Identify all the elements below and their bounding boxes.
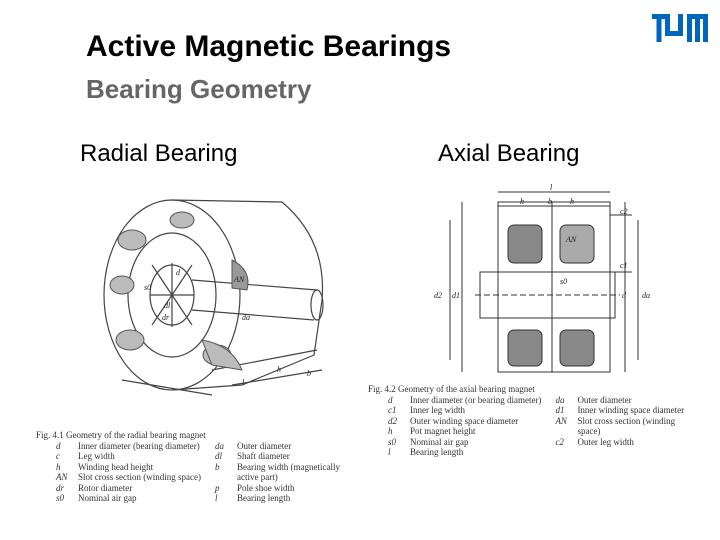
axial-label-l: l [550,183,553,192]
axial-label-d2: d2 [434,291,442,300]
radial-label-l: l [242,378,245,387]
radial-label-d: d [176,268,181,277]
radial-bearing-heading: Radial Bearing [80,140,238,167]
radial-label-dr: dr [162,313,170,322]
tum-logo [652,14,708,42]
axial-label-b: b [548,197,552,206]
radial-label-an: AN [233,275,245,284]
axial-label-d: d [622,291,627,300]
axial-legend: Fig. 4.2 Geometry of the axial bearing m… [368,384,684,458]
axial-label-c1: c1 [620,261,628,270]
radial-label-s0: s0 [144,283,151,292]
axial-label-c2: c2 [620,207,628,216]
radial-label-h: h [277,365,281,374]
radial-legend: Fig. 4.1 Geometry of the radial bearing … [36,430,340,504]
axial-label-h: h [520,197,524,206]
axial-label-an: AN [565,235,577,244]
slide-subtitle: Bearing Geometry [86,74,312,104]
axial-label-h2: h [570,197,574,206]
axial-label-d1: d1 [452,291,460,300]
axial-bearing-heading: Axial Bearing [438,140,580,167]
legend-row: active part) [236,472,278,482]
legend-row: space) [577,426,601,436]
axial-bearing-figure: l h b h c2 c1 AN s0 d2 d1 d da [434,183,650,373]
axial-label-da: da [642,291,650,300]
axial-label-s0: s0 [560,277,567,286]
radial-bearing-figure: d dr da s0 AN b h l dl [103,199,324,396]
radial-label-da: da [242,313,250,322]
radial-caption: Fig. 4.1 Geometry of the radial bearing … [36,430,206,440]
slide-title: Active Magnetic Bearings [86,30,452,63]
axial-caption: Fig. 4.2 Geometry of the axial bearing m… [368,384,535,394]
radial-label-b: b [307,369,311,378]
radial-label-dl: dl [164,301,171,310]
